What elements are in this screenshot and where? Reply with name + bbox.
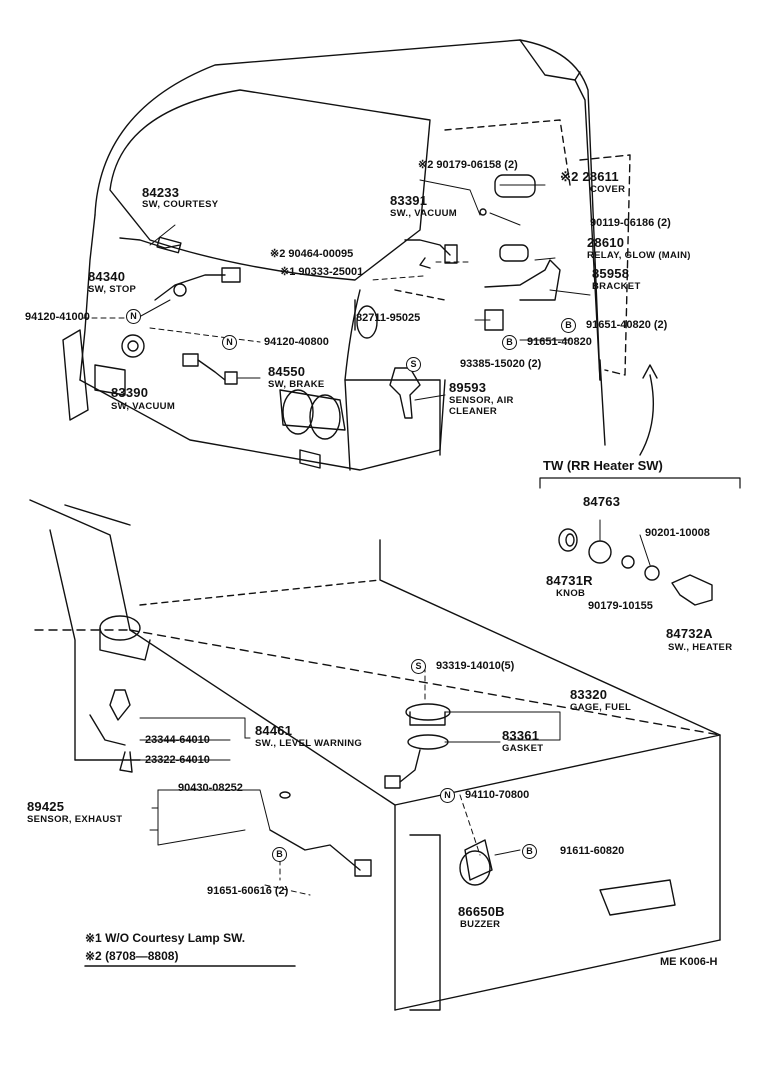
desc-28610: RELAY, GLOW (MAIN) (587, 250, 691, 261)
part-90119-06186: 90119-06186 (2) (590, 217, 671, 229)
desc-83361: GASKET (502, 743, 544, 754)
part-84550: 84550 (268, 364, 306, 379)
part-28611: ※2 28611 (560, 169, 619, 184)
part-84731R: 84731R (546, 573, 593, 588)
part-94120-40800: 94120-40800 (264, 336, 329, 348)
truck-cab-outline (62, 39, 631, 471)
part-23322-64010: 23322-64010 (145, 754, 210, 766)
desc-86650B: BUZZER (460, 919, 501, 930)
part-89593: 89593 (449, 380, 487, 395)
part-83320: 83320 (570, 687, 608, 702)
component-shapes-top (119, 174, 561, 419)
tw-components (558, 519, 713, 606)
part-90201-10008: 90201-10008 (645, 527, 710, 539)
part-90179-10155: 90179-10155 (588, 600, 653, 612)
marker-B-icon: B (502, 335, 517, 350)
part-84763: 84763 (583, 494, 621, 509)
desc-83391: SW., VACUUM (390, 208, 457, 219)
part-84340: 84340 (88, 269, 126, 284)
desc-83390: SW, VACUUM (111, 401, 176, 412)
note-1: ※1 W/O Courtesy Lamp SW. (85, 931, 246, 945)
desc-84732A: SW., HEATER (668, 642, 733, 653)
part-90430-08252: 90430-08252 (178, 782, 243, 794)
diagram-code: ME K006-H (660, 956, 718, 968)
desc-84461: SW., LEVEL WARNING (255, 738, 363, 749)
part-84732A: 84732A (666, 626, 713, 641)
part-91651-40820: 91651-40820 (527, 336, 592, 348)
marker-B-icon: B (272, 847, 287, 862)
marker-B-icon: B (561, 318, 576, 333)
part-90333-25001: ※1 90333-25001 (280, 266, 364, 278)
desc-89425: SENSOR, EXHAUST (27, 814, 123, 825)
component-shapes-bottom (89, 615, 493, 886)
part-91651-40820-2: 91651-40820 (2) (586, 319, 668, 331)
desc-89593-b: CLEANER (449, 406, 498, 417)
desc-84550: SW, BRAKE (268, 379, 325, 390)
truck-bed-outline (29, 499, 721, 1011)
part-90464-00095: ※2 90464-00095 (270, 248, 354, 260)
note-2: ※2 (8708—8808) (85, 949, 179, 963)
marker-N-icon: N (440, 788, 455, 803)
part-90179-06158: ※2 90179-06158 (2) (418, 159, 518, 171)
desc-83320: GAGE, FUEL (570, 702, 632, 713)
part-82711-95025: 82711-95025 (356, 312, 421, 324)
part-86650B: 86650B (458, 904, 505, 919)
desc-89593-a: SENSOR, AIR (449, 395, 514, 406)
part-94120-41000: 94120-41000 (25, 311, 90, 323)
part-84233: 84233 (142, 185, 180, 200)
tw-header: TW (RR Heater SW) (543, 458, 663, 473)
part-93385-15020: 93385-15020 (2) (460, 358, 542, 370)
desc-84233: SW, COURTESY (142, 199, 219, 210)
part-28610: 28610 (587, 235, 625, 250)
tw-bracket-line (539, 477, 741, 489)
marker-B-icon: B (522, 844, 537, 859)
part-85958: 85958 (592, 266, 630, 281)
desc-84731R: KNOB (556, 588, 586, 599)
tw-arrow (639, 364, 658, 456)
part-91651-60616: 91651-60616 (2) (207, 885, 289, 897)
part-89425: 89425 (27, 799, 65, 814)
marker-N-icon: N (222, 335, 237, 350)
leader-lines-bottom (139, 666, 561, 896)
marker-S-icon: S (406, 357, 421, 372)
part-94110-70800: 94110-70800 (465, 789, 530, 801)
part-83390: 83390 (111, 385, 149, 400)
part-83391: 83391 (390, 193, 428, 208)
part-84461: 84461 (255, 723, 293, 738)
part-83361: 83361 (502, 728, 540, 743)
desc-85958: BRACKET (592, 281, 641, 292)
desc-84340: SW, STOP (88, 284, 137, 295)
leader-lines-top (82, 179, 591, 401)
part-91611-60820: 91611-60820 (560, 845, 625, 857)
part-23344-64010: 23344-64010 (145, 734, 210, 746)
desc-28611: COVER (590, 184, 626, 195)
marker-N-icon: N (126, 309, 141, 324)
part-93319-14010: 93319-14010(5) (436, 660, 515, 672)
marker-S-icon: S (411, 659, 426, 674)
